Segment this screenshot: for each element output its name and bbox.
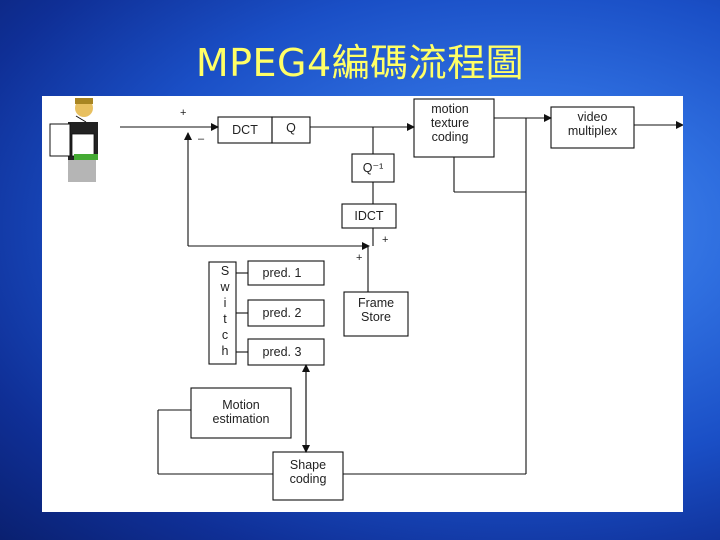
- input-minus-sign: –: [198, 133, 205, 145]
- pred-plus-sign: +: [356, 252, 363, 264]
- diagram-panel: DCT Q motion texture coding video multip…: [42, 96, 683, 512]
- q-block: [271, 116, 311, 144]
- mtc-label-2: texture: [430, 116, 470, 130]
- frame-store-label-1: Frame: [357, 296, 395, 310]
- frame-store-block: [343, 291, 409, 337]
- switch-letter-w: w: [220, 280, 230, 294]
- q-inverse-label: Q⁻¹: [362, 161, 384, 175]
- shape-coding-label-1: Shape: [289, 458, 327, 472]
- frame-store-label-2: Store: [361, 310, 391, 324]
- idct-block: [341, 203, 397, 229]
- presenter-clipart: [49, 98, 98, 182]
- diagram-lines: [49, 98, 683, 501]
- switch-letter-c: c: [221, 328, 229, 342]
- pred3-label: pred. 3: [262, 345, 302, 359]
- switch-letter-h: h: [221, 344, 229, 358]
- motion-estimation-label-2: estimation: [212, 412, 270, 426]
- mux-label-1: video: [577, 110, 608, 124]
- pred1-label: pred. 1: [262, 266, 302, 280]
- shape-coding-label-2: coding: [289, 472, 327, 486]
- switch-letter-i: i: [223, 296, 227, 310]
- motion-estimation-block: [190, 387, 292, 439]
- mtc-label-3: coding: [431, 130, 469, 144]
- switch-letter-s: S: [220, 264, 230, 278]
- idct-label: IDCT: [354, 209, 384, 223]
- motion-estimation-label-1: Motion: [222, 398, 260, 412]
- idct-plus-sign: +: [382, 234, 389, 246]
- input-plus-sign: +: [180, 107, 187, 119]
- video-multiplex-block: [550, 106, 635, 149]
- q-label: Q: [286, 121, 296, 135]
- switch-letter-t: t: [223, 312, 227, 326]
- pred2-label: pred. 2: [262, 306, 302, 320]
- mux-label-2: multiplex: [567, 124, 618, 138]
- slide-title: MPEG4編碼流程圖: [195, 41, 525, 85]
- dct-label: DCT: [232, 123, 258, 137]
- mtc-label-1: motion: [431, 102, 469, 116]
